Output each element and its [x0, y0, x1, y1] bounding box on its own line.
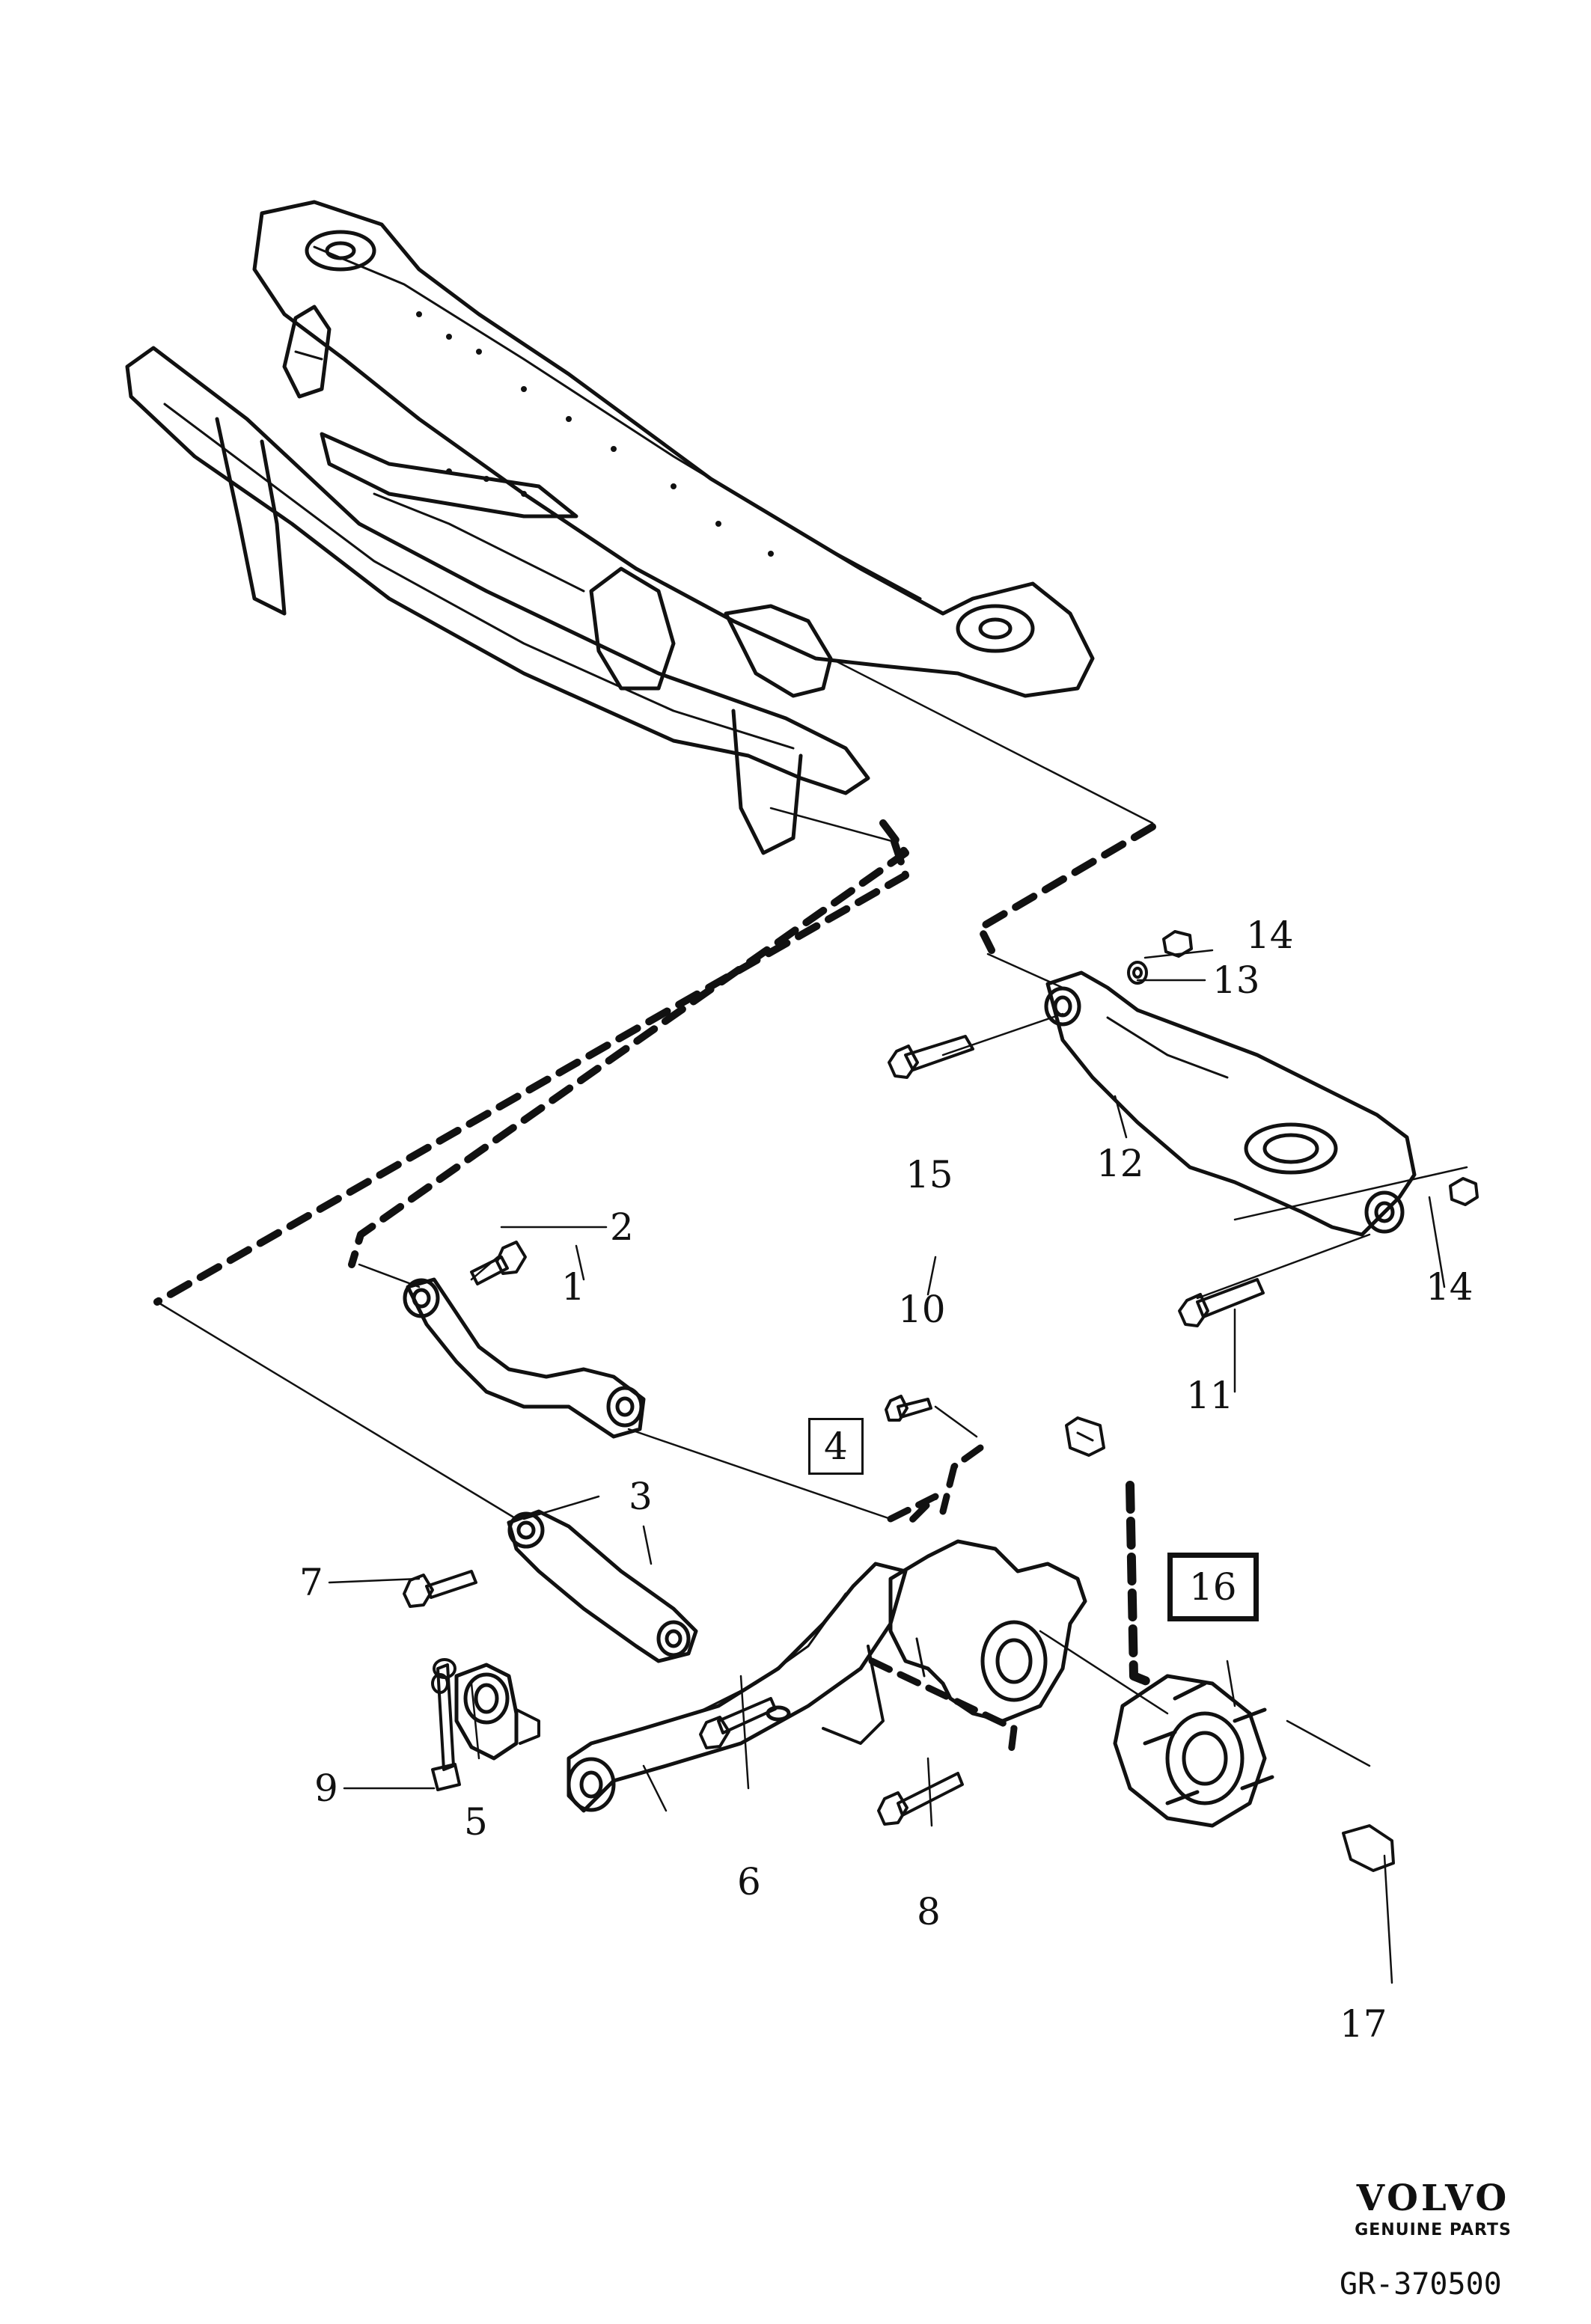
callout-16: 16 — [1167, 1553, 1259, 1621]
dashed-guide-d — [887, 1493, 939, 1530]
lower-control-arm — [1044, 970, 1417, 1237]
dashed-guide-e — [939, 1444, 984, 1515]
callout-14-top: 14 — [1246, 914, 1294, 957]
callout-3: 3 — [629, 1475, 653, 1518]
dashed-guide-a — [153, 838, 909, 1306]
callout-12: 12 — [1096, 1142, 1144, 1185]
callout-1: 1 — [561, 1265, 585, 1309]
bolt-17 — [1342, 1824, 1395, 1872]
callout-7: 7 — [299, 1561, 323, 1604]
callout-4: 4 — [808, 1418, 864, 1475]
upper-arm — [403, 1277, 646, 1439]
brand-subtitle: GENUINE PARTS — [1355, 2221, 1512, 2239]
callout-11: 11 — [1186, 1374, 1234, 1417]
fasteners-upper-right — [888, 930, 1479, 1327]
leader-lines — [153, 657, 1468, 1984]
callout-13: 13 — [1212, 958, 1260, 1002]
callout-14-bottom: 14 — [1426, 1265, 1474, 1309]
trailing-arm-knuckle — [567, 1539, 1087, 1813]
bolt-6 — [699, 1697, 777, 1749]
drawing-number: GR-370500 — [1340, 2267, 1502, 2302]
dashed-guide-f — [868, 1657, 1018, 1762]
callout-6: 6 — [737, 1860, 761, 1903]
callout-10: 10 — [898, 1288, 946, 1331]
callout-17: 17 — [1340, 2002, 1387, 2046]
bolt-2 — [470, 1241, 527, 1285]
callout-2: 2 — [610, 1205, 634, 1249]
bolt-10 — [885, 1395, 932, 1422]
callout-5: 5 — [464, 1800, 488, 1844]
brand-name: VOLVO — [1356, 2177, 1510, 2219]
callout-15: 15 — [906, 1153, 953, 1196]
abs-sensor — [1065, 1416, 1105, 1457]
dashed-guide-g — [1126, 1481, 1157, 1688]
lateral-link — [507, 1509, 698, 1663]
callout-8: 8 — [917, 1890, 941, 1933]
brand-logo: VOLVO GENUINE PARTS — [1332, 2177, 1534, 2239]
wheel-hub — [1113, 1674, 1274, 1828]
rear-subframe — [125, 200, 1095, 855]
dashed-guide-b — [348, 819, 909, 1268]
dashed-guide-c — [977, 823, 1156, 954]
bolt-7 — [403, 1570, 477, 1608]
bolt-9 — [431, 1658, 461, 1791]
bushing-5 — [454, 1663, 540, 1761]
bolt-8 — [877, 1772, 964, 1826]
callout-9: 9 — [314, 1767, 338, 1810]
